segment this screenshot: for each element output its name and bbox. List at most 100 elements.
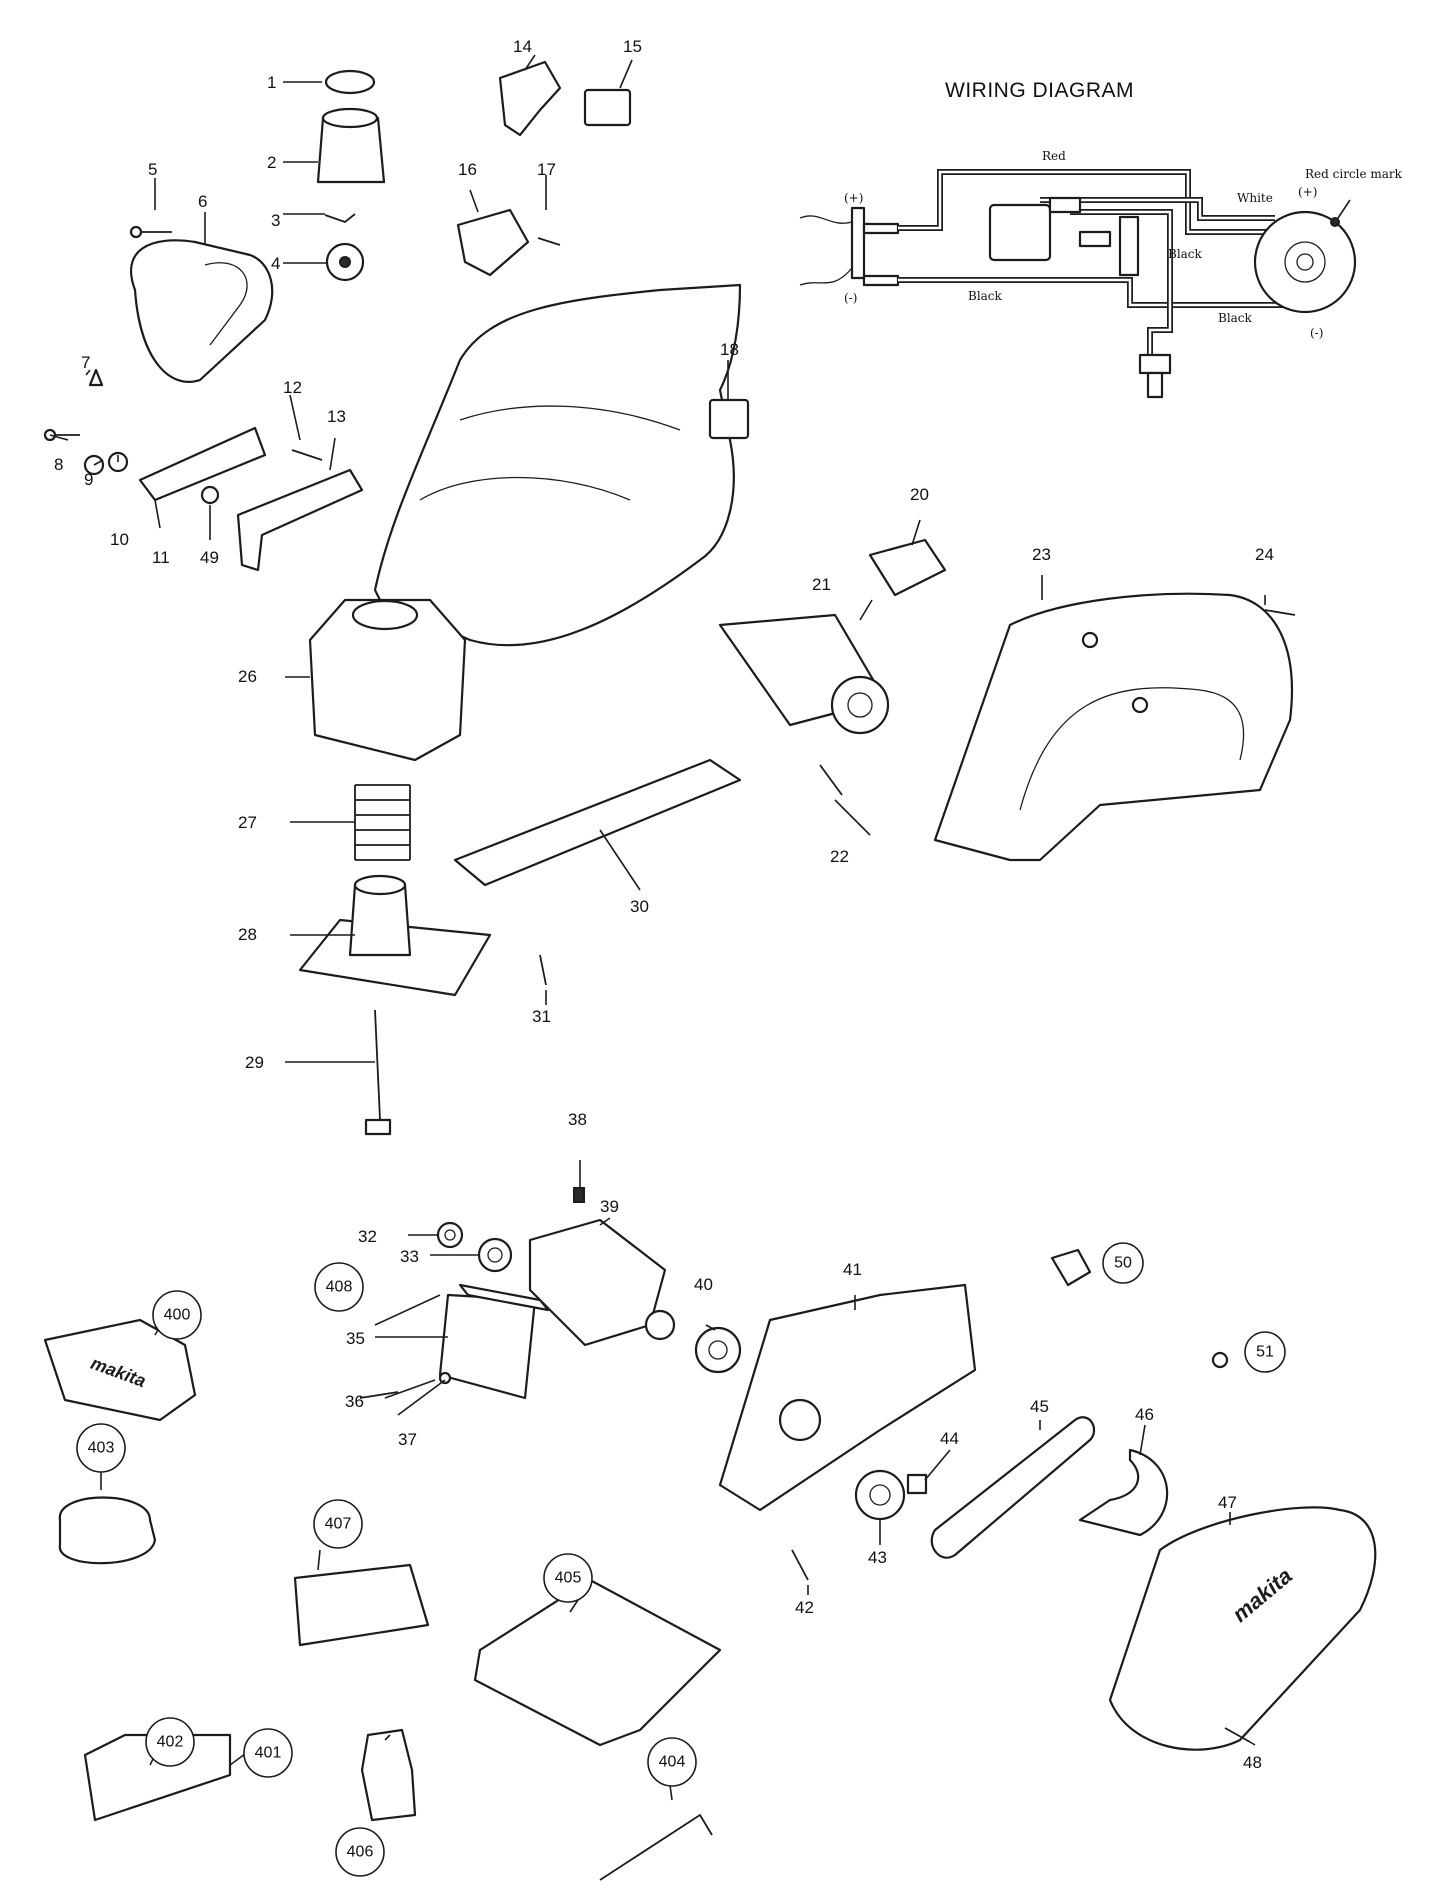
part-26-base-block	[308, 598, 467, 762]
part-407-charger	[293, 1563, 430, 1647]
label-16: 16	[458, 160, 477, 179]
part-32-washer	[436, 1221, 464, 1249]
part-36-screw	[359, 1391, 399, 1399]
label-4: 4	[271, 254, 280, 273]
label-43: 43	[868, 1548, 887, 1567]
part-20-brush-holder	[868, 538, 947, 597]
label-black-1: Black	[1168, 247, 1203, 261]
part-3-clip	[324, 213, 356, 224]
label-401: 401	[255, 1745, 282, 1762]
part-27-spring	[355, 784, 410, 861]
part-28-depth-plate	[298, 918, 492, 997]
label-13: 13	[327, 407, 346, 426]
label-47: 47	[1218, 1493, 1237, 1512]
label-8: 8	[54, 455, 63, 474]
part-404-hex-wrench	[599, 1813, 713, 1881]
label-37: 37	[398, 1430, 417, 1449]
part-43-pulley	[854, 1469, 906, 1521]
part-12-screw	[291, 449, 323, 461]
brand-marks: makita makita	[88, 1353, 1297, 1627]
label-36: 36	[345, 1392, 364, 1411]
label-405: 405	[555, 1570, 582, 1587]
part-39-cutter-drum	[528, 1218, 667, 1347]
label-408: 408	[326, 1279, 353, 1296]
lead-wire-top	[799, 215, 853, 224]
part-23-housing-cover	[933, 592, 1294, 862]
label-24: 24	[1255, 545, 1274, 564]
part-22-screw	[819, 764, 843, 796]
label-15: 15	[623, 37, 642, 56]
wiring-diagram: WIRING DIAGRAM Red Red circle mark Whi	[799, 79, 1403, 399]
label-6: 6	[198, 192, 207, 211]
part-16-trigger	[456, 208, 530, 277]
label-44: 44	[940, 1429, 959, 1448]
label-27: 27	[238, 813, 257, 832]
part-7-pin	[88, 368, 104, 387]
part-17-spring	[537, 237, 561, 246]
connector-top	[862, 222, 900, 235]
wiring-diagram-title: WIRING DIAGRAM	[945, 79, 1134, 102]
label-2: 2	[267, 153, 276, 172]
label-38: 38	[568, 1110, 587, 1129]
wiring-switch	[988, 203, 1052, 262]
lead-wire-bottom	[799, 267, 853, 286]
motor-end-view	[1253, 210, 1357, 314]
part-6-handle-cover	[130, 239, 274, 383]
part-38-screw	[573, 1187, 585, 1203]
label-400: 400	[164, 1307, 191, 1324]
label-32: 32	[358, 1227, 377, 1246]
label-black-2: Black	[968, 289, 1003, 303]
label-plus-right: (+)	[1298, 185, 1317, 199]
part-24-screw	[1264, 609, 1296, 616]
label-407: 407	[325, 1516, 352, 1533]
label-22: 22	[830, 847, 849, 866]
black-wire-lower	[898, 277, 1303, 308]
label-3: 3	[271, 211, 280, 230]
part-47-belt-cover	[1108, 1506, 1377, 1751]
part-15-switch	[583, 88, 632, 127]
label-51: 51	[1256, 1344, 1274, 1361]
wiring-sleeve	[1118, 215, 1140, 277]
label-26: 26	[238, 667, 257, 686]
label-403: 403	[88, 1440, 115, 1457]
label-28: 28	[238, 925, 257, 944]
part-11-lever	[138, 426, 267, 502]
part-30-plate	[453, 758, 742, 887]
label-minus-left: (-)	[844, 291, 857, 305]
part-45-drive-belt	[930, 1416, 1096, 1559]
label-33: 33	[400, 1247, 419, 1266]
label-50: 50	[1114, 1255, 1132, 1272]
label-35: 35	[346, 1329, 365, 1348]
part-29-bolt	[374, 1009, 381, 1121]
label-7: 7	[81, 353, 90, 372]
label-41: 41	[843, 1260, 862, 1279]
main-housing	[373, 283, 742, 647]
plug-body	[1138, 353, 1172, 375]
label-10: 10	[110, 530, 129, 549]
label-40: 40	[694, 1275, 713, 1294]
label-white: White	[1237, 191, 1273, 205]
part-44-nut	[906, 1473, 928, 1495]
label-20: 20	[910, 485, 929, 504]
label-45: 45	[1030, 1397, 1049, 1416]
part-46-belt-guard	[1078, 1448, 1169, 1537]
part-1-seal	[324, 69, 376, 95]
label-21: 21	[812, 575, 831, 594]
part-14-plate	[498, 60, 562, 137]
plug-tip	[1146, 371, 1164, 399]
part-41-gear-housing	[718, 1283, 977, 1512]
label-402: 402	[157, 1734, 184, 1751]
label-red: Red	[1042, 149, 1066, 163]
label-plus-left: (+)	[844, 191, 863, 205]
part-408-blade	[458, 1283, 550, 1312]
label-17: 17	[537, 160, 556, 179]
label-404: 404	[659, 1754, 686, 1771]
label-12: 12	[283, 378, 302, 397]
part-33-bearing	[477, 1237, 513, 1273]
parts-drawing	[43, 60, 1377, 1881]
part-48-screw	[1224, 1727, 1251, 1743]
label-11: 11	[152, 548, 170, 567]
part-403-strap	[58, 1496, 157, 1565]
part-401-guide-rule	[83, 1733, 232, 1822]
